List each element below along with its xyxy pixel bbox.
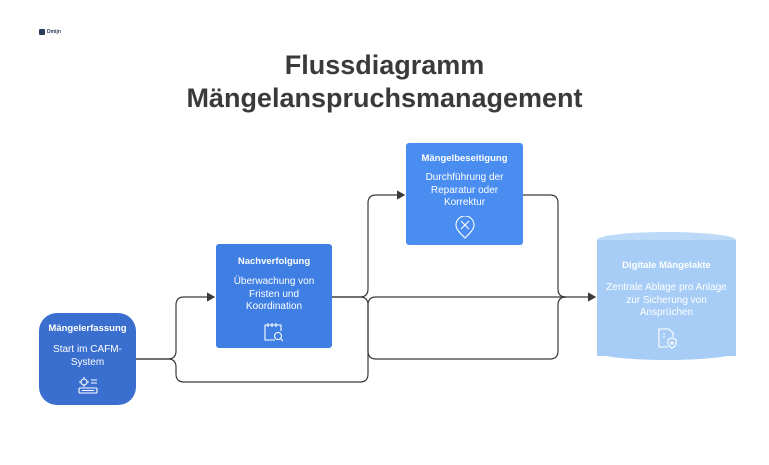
logo-text: Dmijn xyxy=(47,29,61,35)
node-text: Überwachung von Fristen und Koordination xyxy=(233,276,315,312)
settings-list-icon xyxy=(77,375,99,400)
calendar-search-icon xyxy=(262,320,286,349)
page-title-line-2: Mängelanspruchsmanagement xyxy=(186,83,583,113)
node-text: Zentrale Ablage pro Anlage zur Sicherung… xyxy=(606,282,727,318)
node-text: Durchführung der Reparatur oder Korrektu… xyxy=(425,172,504,208)
tools-pin-icon xyxy=(454,214,476,245)
connector-nachverfolgung-akte xyxy=(332,296,567,360)
document-shield-icon xyxy=(655,326,679,355)
node-title: Nachverfolgung xyxy=(237,256,311,267)
node-title: Digitale Mängelakte xyxy=(622,260,711,271)
node-maengelbeseitigung: Mängelbeseitigung Durchführung der Repar… xyxy=(406,143,523,245)
connector-erfassung-nachverfolgung xyxy=(136,292,216,360)
node-title: Mängelbeseitigung xyxy=(421,153,508,164)
connector-beseitigung-akte xyxy=(523,194,567,298)
logo-mark-icon xyxy=(39,29,45,35)
node-digitale-maengelakte: Digitale Mängelakte Zentrale Ablage pro … xyxy=(597,240,736,356)
connector-nachverfolgung-beseitigung xyxy=(332,190,406,298)
page-title-line-1: Flussdiagramm xyxy=(284,50,485,80)
node-nachverfolgung: Nachverfolgung Überwachung von Fristen u… xyxy=(216,244,332,348)
connector-erfassung-akte xyxy=(136,292,597,383)
brand-logo: Dmijn xyxy=(39,27,79,37)
node-title: Mängelerfassung xyxy=(48,323,127,334)
node-maengelerfassung: Mängelerfassung Start im CAFM-System xyxy=(39,313,136,405)
node-text: Start im CAFM-System xyxy=(53,344,122,368)
